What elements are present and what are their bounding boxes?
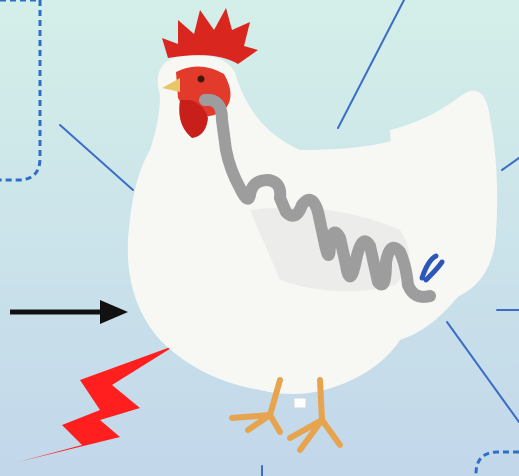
hen-eye [198, 76, 205, 83]
hen-leg-band [294, 398, 306, 408]
